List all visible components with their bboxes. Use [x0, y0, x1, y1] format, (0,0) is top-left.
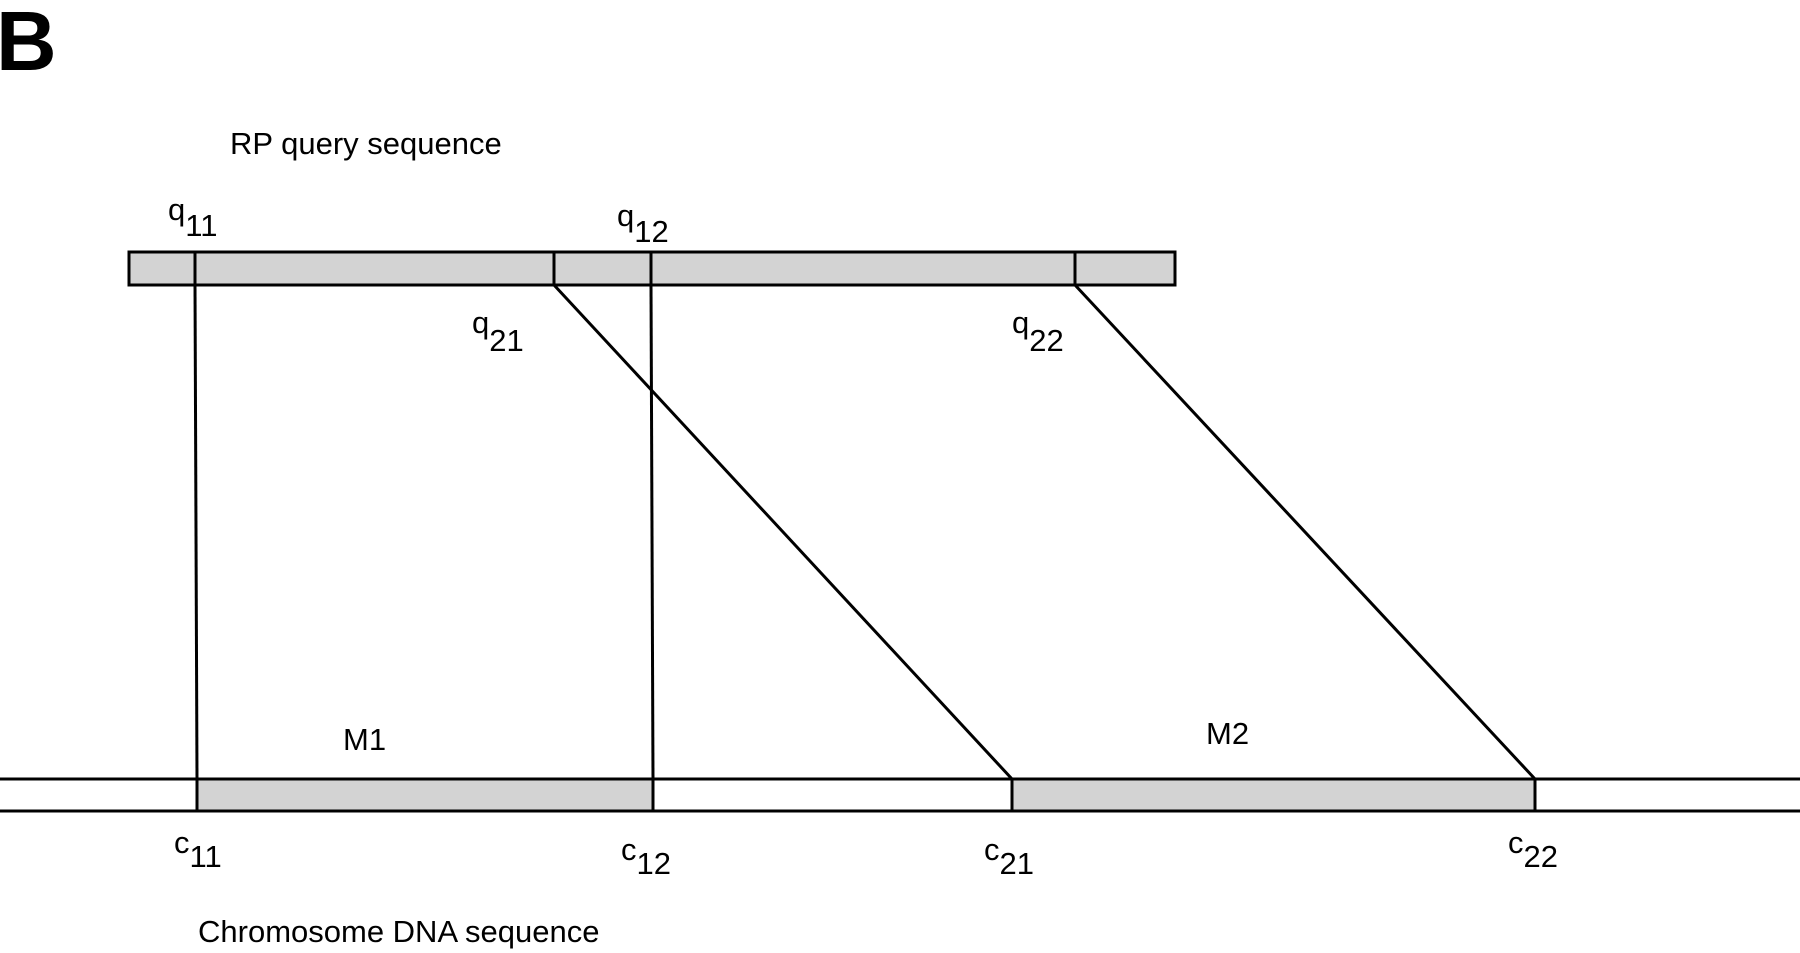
query-marker-q11: q11	[168, 192, 217, 243]
query-marker-q12: q12	[617, 198, 669, 249]
connector-q22-c22	[1073, 283, 1537, 781]
match-label-m1: M1	[343, 722, 386, 757]
query-sequence-label: RP query sequence	[230, 126, 502, 161]
query-marker-q22: q22	[1012, 305, 1064, 358]
connector-q12-c12	[649, 284, 655, 780]
match-segment-m2	[1012, 779, 1535, 811]
chromosome-strip	[0, 777, 1800, 813]
chromosome-marker-c12: c12	[621, 832, 671, 881]
chromosome-marker-c22: c22	[1508, 825, 1558, 874]
connector-q21-c21	[552, 283, 1014, 781]
match-segment-m1	[197, 779, 653, 811]
chromosome-marker-c11: c11	[174, 825, 222, 874]
connector-q11-c11	[193, 284, 199, 780]
panel-label: B	[0, 0, 57, 88]
chromosome-sequence-label: Chromosome DNA sequence	[198, 914, 599, 949]
match-label-m2: M2	[1206, 716, 1249, 751]
query-marker-q21: q21	[472, 305, 524, 358]
chromosome-marker-c21: c21	[984, 832, 1034, 881]
query-bar	[127, 250, 1177, 287]
